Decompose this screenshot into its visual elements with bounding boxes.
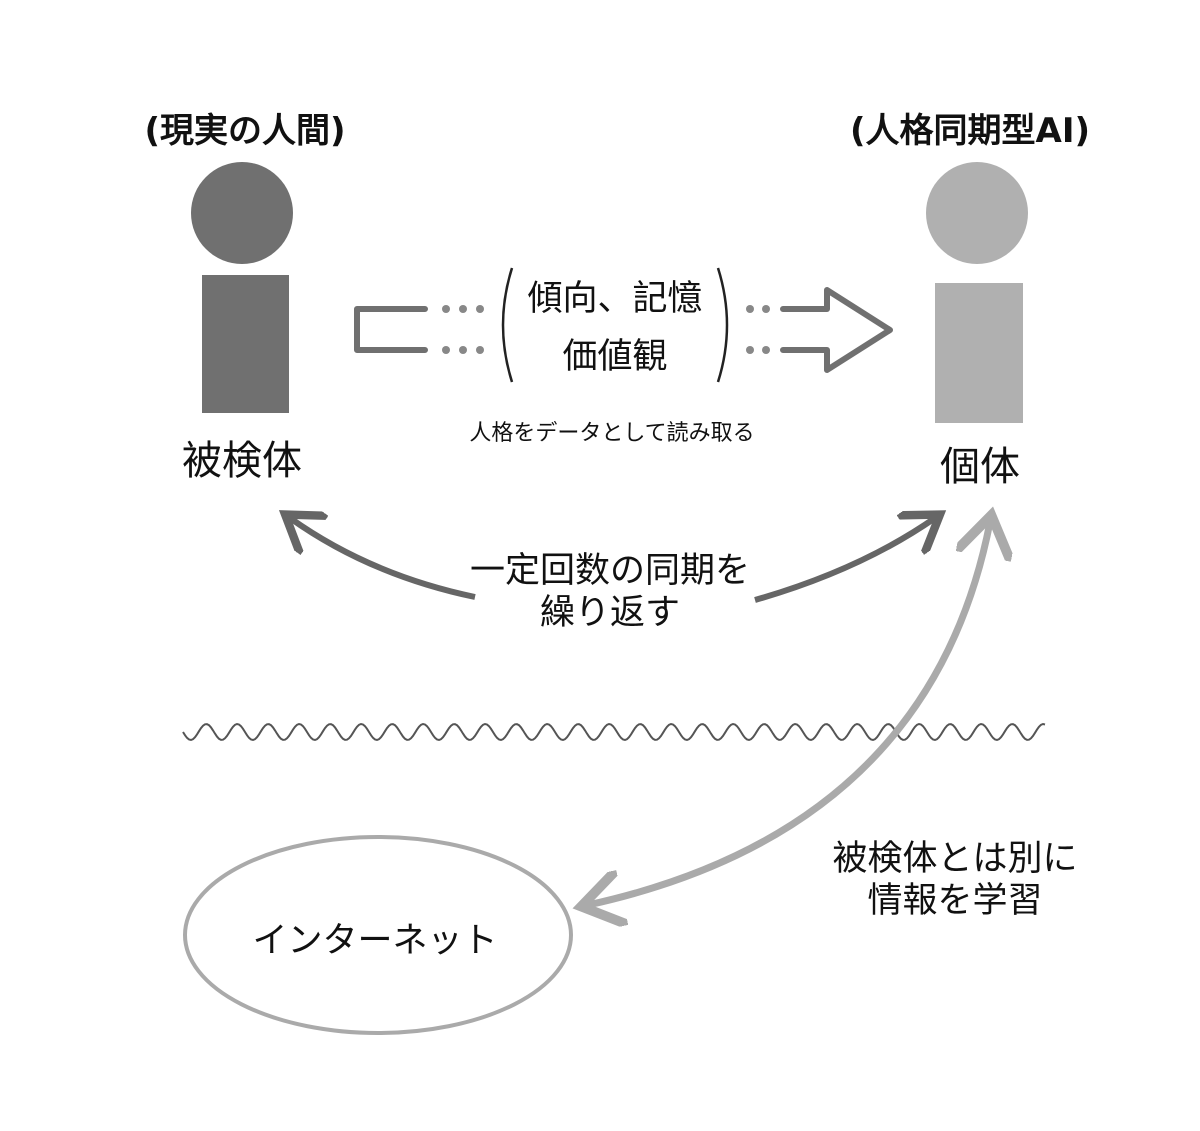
right-label: 個体 xyxy=(940,444,1020,490)
left-title: (現実の人間) xyxy=(144,111,345,151)
right-title: (人格同期型AI) xyxy=(850,111,1090,151)
wave-divider xyxy=(182,722,1046,742)
transfer-arrow-icon xyxy=(354,287,893,373)
internet-ellipse xyxy=(183,835,573,1035)
ai-head-icon xyxy=(926,162,1028,264)
sync-line1: 一定回数の同期を xyxy=(470,551,750,591)
learn-line2: 情報を学習 xyxy=(867,881,1042,921)
left-paren xyxy=(501,267,514,383)
human-head-icon xyxy=(191,162,293,264)
sync-arrow-right-icon xyxy=(754,518,935,603)
transfer-line2: 価値観 xyxy=(562,337,667,377)
transfer-line1: 傾向、記憶 xyxy=(527,279,702,319)
right-paren xyxy=(716,267,729,383)
left-label: 被検体 xyxy=(182,438,302,484)
learn-arrow-icon xyxy=(588,522,990,905)
internet-label: インターネット xyxy=(252,921,497,961)
human-body-icon xyxy=(202,275,289,413)
sync-arrow-left-icon xyxy=(290,518,476,600)
sync-line2: 繰り返す xyxy=(540,593,680,633)
transfer-caption: 人格をデータとして読み取る xyxy=(469,421,754,446)
learn-line1: 被検体とは別に xyxy=(832,839,1077,879)
ai-body-icon xyxy=(935,283,1023,423)
